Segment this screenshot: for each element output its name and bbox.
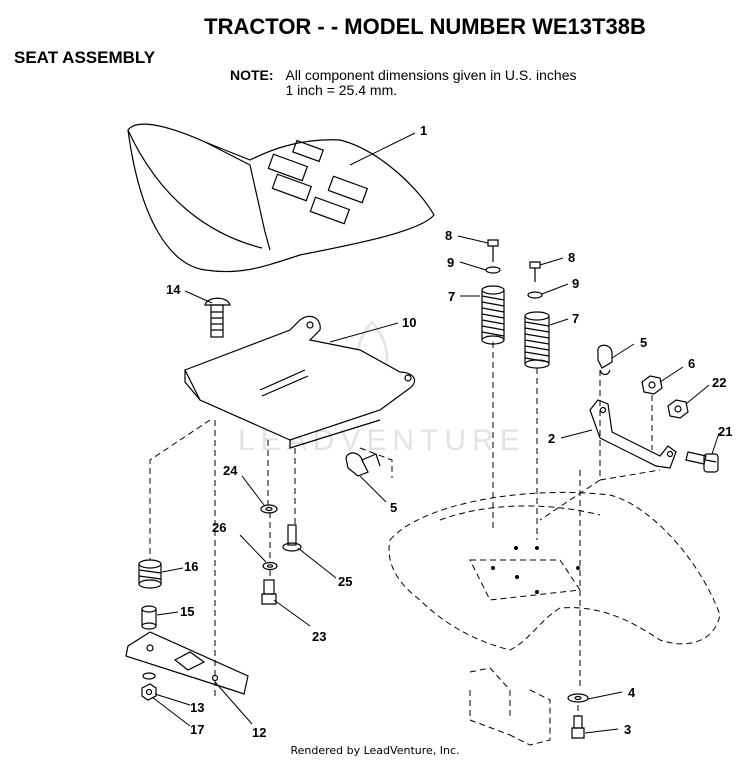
flat-washer xyxy=(260,504,278,514)
callout-2: 2 xyxy=(548,431,555,446)
callout-15: 15 xyxy=(180,604,194,619)
frame-bolt xyxy=(571,715,585,739)
callout-8-right: 8 xyxy=(568,250,575,265)
hinge-plate xyxy=(125,631,249,695)
seat-pan xyxy=(184,315,415,449)
callout-21: 21 xyxy=(718,424,732,439)
shoulder-bolt xyxy=(685,451,719,473)
callout-13: 13 xyxy=(190,700,204,715)
callout-8-left: 8 xyxy=(445,228,452,243)
callout-9-right: 9 xyxy=(572,276,579,291)
callout-26: 26 xyxy=(212,520,226,535)
frame-holes xyxy=(491,546,580,594)
callout-7-right: 7 xyxy=(572,311,579,326)
callout-10: 10 xyxy=(402,315,416,330)
callout-6: 6 xyxy=(688,356,695,371)
callout-7-left: 7 xyxy=(448,289,455,304)
seat-bracket xyxy=(589,399,677,469)
bumper-spring xyxy=(138,559,162,589)
hex-bolt xyxy=(261,579,277,605)
diagram-title: TRACTOR - - MODEL NUMBER WE13T38B xyxy=(204,14,646,39)
callout-23: 23 xyxy=(312,629,326,644)
callout-22: 22 xyxy=(712,375,726,390)
callout-14: 14 xyxy=(166,282,181,297)
flange-bolt xyxy=(282,524,302,552)
spacer xyxy=(141,605,157,630)
note-label: NOTE: xyxy=(230,67,274,83)
carriage-bolt xyxy=(204,297,231,338)
frame-washer xyxy=(567,693,589,703)
callout-9-left: 9 xyxy=(447,255,454,270)
callout-5-lower: 5 xyxy=(390,500,397,515)
callout-3: 3 xyxy=(624,722,631,737)
footer-credit: Rendered by LeadVenture, Inc. xyxy=(290,744,460,757)
hex-nut xyxy=(641,375,663,395)
left-spring-stack xyxy=(481,239,505,345)
note-line-1: All component dimensions given in U.S. i… xyxy=(285,67,577,83)
callout-24: 24 xyxy=(223,463,238,478)
note-block: NOTE: All component dimensions given in … xyxy=(230,68,577,98)
lock-nut xyxy=(667,399,689,419)
leader-lines xyxy=(151,132,720,734)
callout-4: 4 xyxy=(628,685,636,700)
callout-5-upper: 5 xyxy=(640,335,647,350)
callout-25: 25 xyxy=(338,574,352,589)
clip-upper xyxy=(597,344,613,376)
right-spring-stack xyxy=(524,261,550,369)
callout-12: 12 xyxy=(252,725,266,740)
note-line-2: 1 inch = 25.4 mm. xyxy=(285,82,398,98)
callout-17: 17 xyxy=(190,722,204,737)
callout-16: 16 xyxy=(184,559,198,574)
callout-labels: 1 2 3 4 5 5 6 7 7 8 8 9 9 10 12 13 14 15… xyxy=(166,123,732,740)
tractor-frame-phantom xyxy=(149,342,721,746)
clip-lower xyxy=(345,452,381,477)
section-title: SEAT ASSEMBLY xyxy=(14,48,156,67)
plate-fasteners xyxy=(141,672,157,701)
lock-washer xyxy=(262,561,278,571)
callout-1: 1 xyxy=(420,123,427,138)
